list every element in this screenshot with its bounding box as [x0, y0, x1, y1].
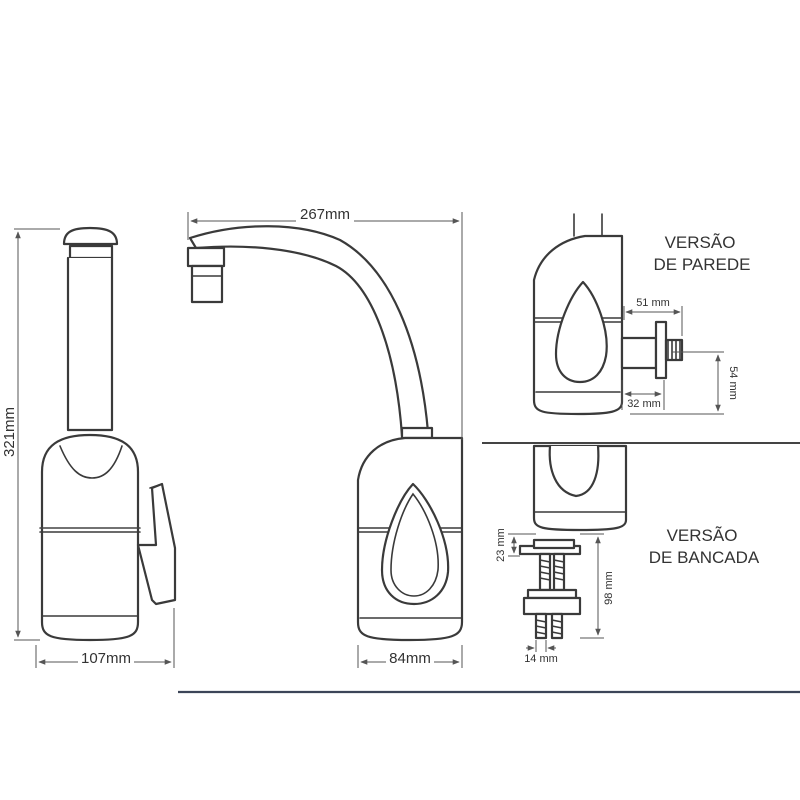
bench-version-title-line2: DE BANCADA — [649, 548, 760, 567]
dim-321-label: 321mm — [1, 407, 18, 457]
bench-version-title-line1: VERSÃO — [667, 526, 738, 545]
side-view-faucet — [39, 226, 177, 642]
dimension-bench-14: 14 mm — [524, 640, 558, 665]
dimension-width-267: 267mm — [187, 204, 463, 440]
dimension-height: 321mm — [1, 228, 60, 641]
dim-267-label: 267mm — [300, 206, 350, 223]
dim-54-label: 54 mm — [727, 366, 739, 400]
dimension-wall-51: 51 mm — [623, 297, 683, 336]
dimension-wall-32: 32 mm — [621, 380, 665, 410]
wall-version-drawing — [532, 213, 684, 416]
dim-84-label: 84mm — [389, 650, 431, 667]
wall-version-title-line1: VERSÃO — [665, 233, 736, 252]
dim-107-label: 107mm — [81, 650, 131, 667]
wall-version-title-line2: DE PAREDE — [654, 255, 751, 274]
dimension-bench-98: 98 mm — [580, 533, 615, 639]
dim-51-label: 51 mm — [636, 297, 670, 309]
bench-version-drawing — [518, 444, 628, 640]
dim-23-label: 23 mm — [495, 528, 507, 562]
dimension-bench-23: 23 mm — [495, 528, 536, 562]
dimension-wall-54: 54 mm — [630, 351, 739, 415]
dimension-base-84: 84mm — [357, 645, 463, 668]
dim-98-label: 98 mm — [603, 571, 615, 605]
dim-14-label: 14 mm — [524, 653, 558, 665]
front-view-faucet — [186, 225, 464, 642]
dim-32-label: 32 mm — [627, 398, 661, 410]
dimension-base-107: 107mm — [35, 608, 175, 668]
